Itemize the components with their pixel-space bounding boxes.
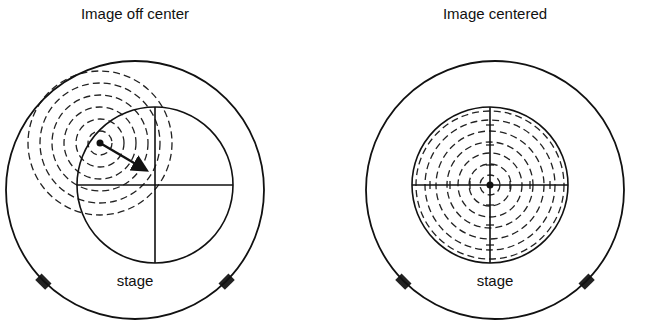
stage-circle: Image centeredstage <box>365 60 625 320</box>
stage-circle: Image off centerstage <box>5 60 265 320</box>
stage-label: stage <box>475 272 516 290</box>
stage-label: stage <box>115 272 156 290</box>
view-title: Image off center <box>81 5 189 23</box>
view-title: Image centered <box>443 5 547 23</box>
